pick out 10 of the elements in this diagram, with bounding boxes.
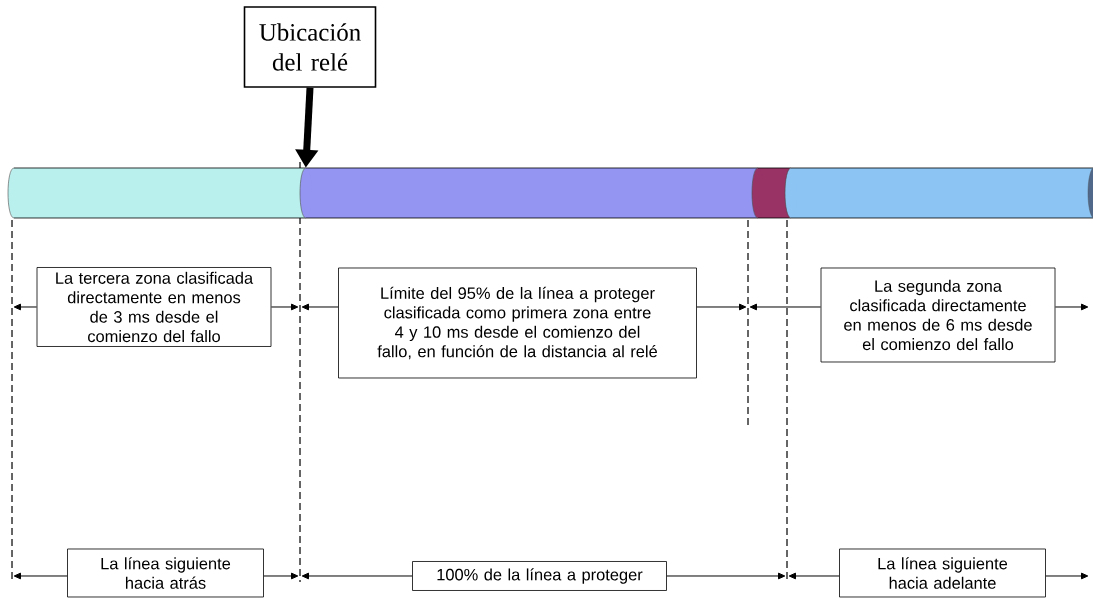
text-box: Límite del 95% de la línea a proteger clasificada como primera zona entre 4 y 10 ms desde el comienzo del fallo, en función de la distancia al relé <box>338 267 697 379</box>
text-box: 100% de la línea a proteger <box>412 561 667 591</box>
cable-segment <box>7 167 307 219</box>
text-box: La línea siguiente hacia adelante <box>839 548 1046 598</box>
cable-segment <box>784 167 1093 219</box>
cable-segment <box>299 167 759 219</box>
text-box: La tercera zona clasificada directamente en menos de 3 ms desde el comienzo del fallo <box>36 267 272 347</box>
text-box: La segunda zona clasificada directamente en menos de 6 ms desde el comienzo del fallo <box>820 267 1056 363</box>
text-box: La línea siguiente hacia atrás <box>67 548 264 598</box>
title-box: Ubicación del relé <box>243 6 377 88</box>
